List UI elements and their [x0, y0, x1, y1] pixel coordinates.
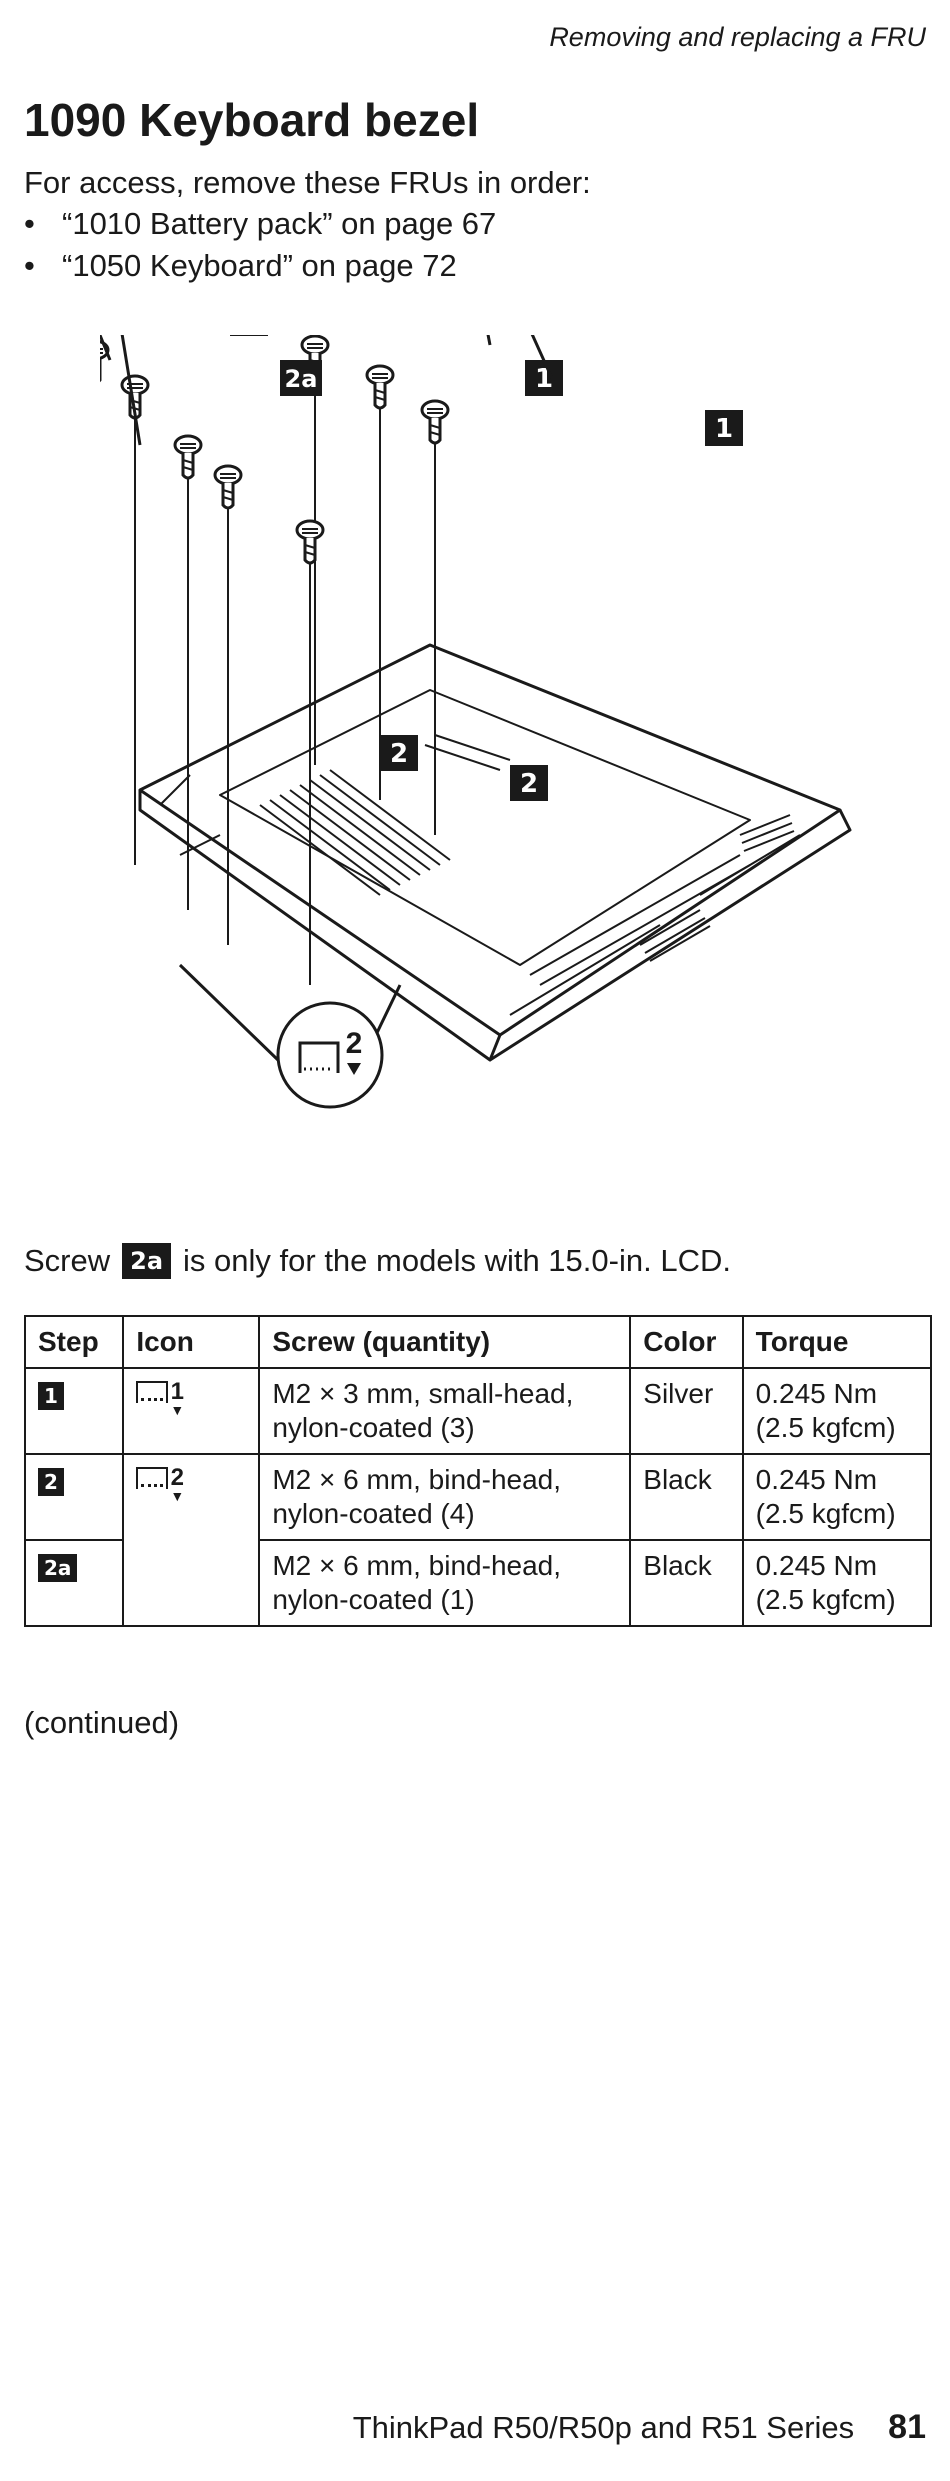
screwdriver-bubble-icon: 1 — [486, 335, 557, 386]
screw — [213, 464, 243, 510]
torque-kgfcm: (2.5 kgfcm) — [755, 1498, 896, 1529]
screw-coating: nylon-coated (3) — [272, 1412, 475, 1443]
screw — [295, 519, 325, 565]
screwdriver-bubble-icon: 2 — [100, 335, 142, 446]
torque-nm: 0.245 Nm — [755, 1550, 878, 1581]
prerequisite-list: • “1010 Battery pack” on page 67 • “1050… — [24, 203, 496, 287]
note-text: is only for the models with 15.0-in. LCD… — [183, 1243, 731, 1278]
screw-note: Screw 2a is only for the models with 15.… — [24, 1243, 731, 1279]
torque-kgfcm: (2.5 kgfcm) — [755, 1584, 896, 1615]
screwdriver-icon: 2▼ — [136, 1464, 185, 1504]
column-header-icon: Icon — [122, 1315, 261, 1369]
screw — [420, 399, 450, 445]
step-cell: 2 — [23, 1453, 125, 1541]
screw-spec: M2 × 3 mm, small-head, — [272, 1378, 574, 1409]
leader-lines — [134, 365, 436, 985]
torque-nm: 0.245 Nm — [755, 1464, 878, 1495]
callout-label: 2a — [285, 365, 318, 393]
color-cell: Silver — [629, 1367, 744, 1455]
section-title: 1090 Keyboard bezel — [24, 94, 480, 146]
screw-table: Step Icon Screw (quantity) Color Torque … — [23, 1315, 933, 1627]
torque-nm: 0.245 Nm — [755, 1378, 878, 1409]
callout-label: 1 — [535, 364, 553, 394]
note-prefix: Screw — [24, 1243, 111, 1278]
bubble-number: 2 — [346, 1027, 363, 1060]
torque-kgfcm: (2.5 kgfcm) — [755, 1412, 896, 1443]
screw-cell: M2 × 6 mm, bind-head, nylon-coated (1) — [258, 1539, 632, 1627]
callout-badge: 2a — [280, 360, 322, 396]
torque-cell: 0.245 Nm (2.5 kgfcm) — [741, 1539, 933, 1627]
callout-badge: 2 — [510, 765, 548, 801]
step-badge-2a: 2a — [122, 1243, 172, 1279]
screw-spec: M2 × 6 mm, bind-head, — [272, 1464, 562, 1495]
table-row: 2 2▼ M2 × 6 mm, bind-head, nylon-coated … — [23, 1453, 933, 1627]
continued-note: (continued) — [24, 1705, 180, 1740]
laptop-base — [138, 643, 852, 1062]
prerequisite-item[interactable]: • “1010 Battery pack” on page 67 — [24, 203, 496, 245]
column-header-color: Color — [629, 1315, 744, 1369]
color-cell: Black — [629, 1453, 744, 1541]
column-header-torque: Torque — [741, 1315, 933, 1369]
screw-cell: M2 × 3 mm, small-head, nylon-coated (3) — [258, 1367, 632, 1455]
callout-label: 1 — [715, 414, 733, 444]
down-arrow-icon: ▼ — [170, 1402, 185, 1418]
screwdriver-icon: 1▼ — [136, 1378, 185, 1418]
down-arrow-icon — [347, 1063, 361, 1075]
bullet-icon: • — [24, 206, 35, 241]
torque-cell: 0.245 Nm (2.5 kgfcm) — [741, 1453, 933, 1541]
callout-badge: 1 — [705, 410, 743, 446]
icon-number: 1 — [170, 1378, 184, 1405]
callout-badge: 2 — [230, 335, 268, 336]
table-header-row: Step Icon Screw (quantity) Color Torque — [23, 1315, 933, 1369]
page-number: 81 — [888, 2408, 926, 2446]
screw — [173, 434, 203, 480]
screw-coating: nylon-coated (4) — [272, 1498, 475, 1529]
laptop-bottom-illustration: 2 2 2a 2 2 1 1 1 212 — [100, 335, 852, 1109]
step-badge: 2 — [38, 1468, 64, 1496]
prerequisite-link[interactable]: “1050 Keyboard” on page 72 — [62, 248, 457, 283]
callout-badge: 2 — [380, 735, 418, 771]
icon-number: 2 — [170, 1464, 184, 1491]
icon-cell: 1▼ — [122, 1367, 261, 1455]
torque-cell: 0.245 Nm (2.5 kgfcm) — [741, 1367, 933, 1455]
column-header-screw: Screw (quantity) — [258, 1315, 632, 1369]
prerequisite-item[interactable]: • “1050 Keyboard” on page 72 — [24, 245, 496, 287]
screw-spec: M2 × 6 mm, bind-head, — [272, 1550, 562, 1581]
running-header: Removing and replacing a FRU — [549, 22, 926, 52]
screw-coating: nylon-coated (1) — [272, 1584, 475, 1615]
column-header-step: Step — [23, 1315, 125, 1369]
screwdriver-bubble-icon: 2 — [178, 963, 402, 1109]
table-row: 2a M2 × 6 mm, bind-head, nylon-coated (1… — [23, 1539, 933, 1627]
icon-cell: 2▼ — [122, 1453, 261, 1627]
screw — [365, 364, 395, 410]
step-cell: 1 — [23, 1367, 125, 1455]
bullet-icon: • — [24, 248, 35, 283]
table-row: 1 1▼ M2 × 3 mm, small-head, nylon-coated… — [23, 1367, 933, 1455]
step-badge: 2a — [38, 1554, 78, 1582]
keyboard-bezel-figure: 2 2 2a 2 2 1 1 1 212 — [100, 335, 860, 1235]
callout-label: 2 — [390, 739, 408, 769]
step-badge: 1 — [38, 1382, 64, 1410]
prerequisite-link[interactable]: “1010 Battery pack” on page 67 — [62, 206, 497, 241]
screw-cell: M2 × 6 mm, bind-head, nylon-coated (4) — [258, 1453, 632, 1541]
color-cell: Black — [629, 1539, 744, 1627]
callout-label: 2 — [520, 769, 538, 799]
step-cell: 2a — [23, 1539, 125, 1627]
down-arrow-icon: ▼ — [170, 1488, 185, 1504]
page-footer: ThinkPad R50/R50p and R51 Series 81 — [353, 2408, 926, 2447]
footer-series: ThinkPad R50/R50p and R51 Series — [352, 2410, 855, 2445]
vent-grille — [259, 769, 795, 962]
callout-badge: 1 — [525, 360, 563, 396]
intro-text: For access, remove these FRUs in order: — [24, 165, 591, 200]
